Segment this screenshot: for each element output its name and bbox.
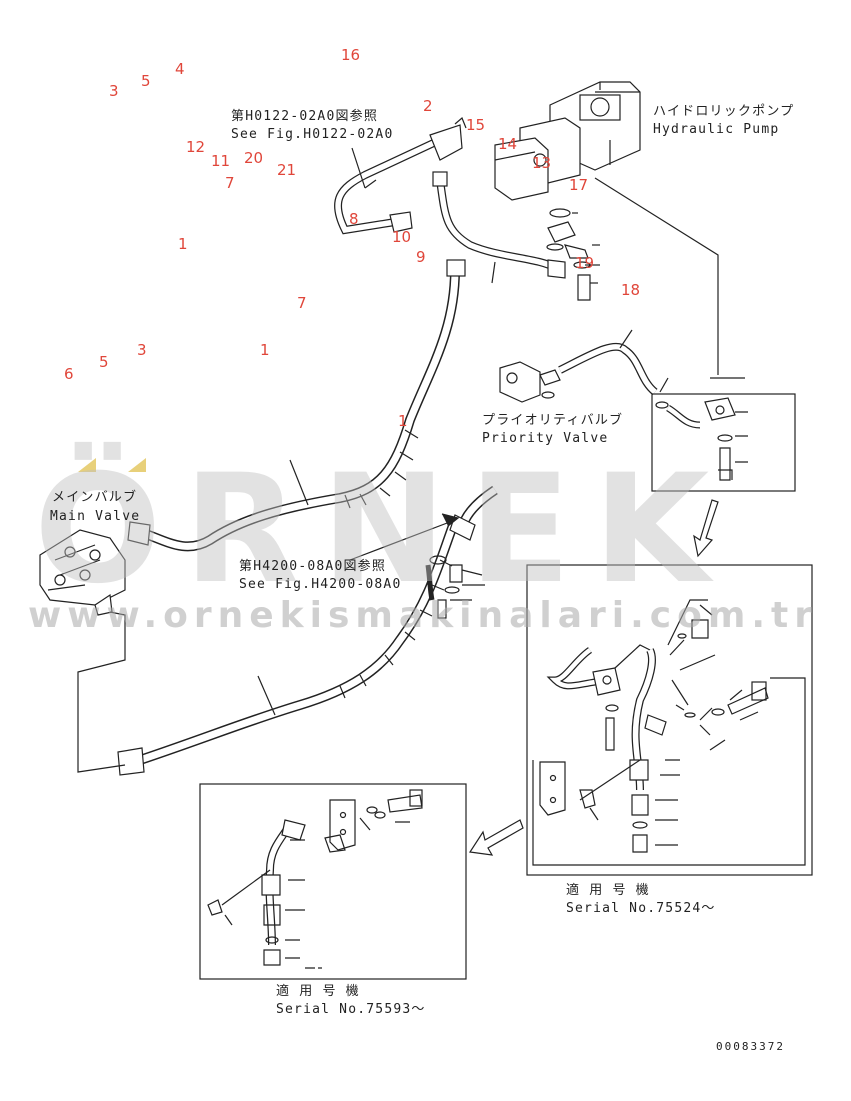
serial-label-2-jp: 適 用 号 機 <box>276 984 360 999</box>
serial-label-2-en: Serial No.75593～ <box>276 1002 426 1017</box>
see-fig-2-label-en: See Fig.H4200-08A0 <box>239 577 402 592</box>
callout-3b: 3 <box>137 341 147 359</box>
see-fig-1-label-jp: 第H0122-02A0図参照 <box>231 109 379 124</box>
serial-label-1-jp: 適 用 号 機 <box>566 883 650 898</box>
callout-17: 17 <box>569 176 589 194</box>
priority-valve-label-en: Priority Valve <box>482 431 609 446</box>
callout-10: 10 <box>392 228 412 246</box>
main-valve-label-jp: メインバルブ <box>52 490 138 505</box>
hydraulic-pump-label-jp: ハイドロリックポンプ <box>653 104 795 119</box>
watermark-url: www.ornekismakinalari.com.tr <box>28 595 819 636</box>
callout-15: 15 <box>466 116 486 134</box>
callout-13: 13 <box>532 154 552 172</box>
main-valve-label-en: Main Valve <box>50 509 141 524</box>
drawing-number: 00083372 <box>716 1040 785 1053</box>
callout-5b: 5 <box>99 353 109 371</box>
callout-4: 4 <box>175 60 185 78</box>
callout-19: 19 <box>575 254 595 272</box>
priority-valve-label-jp: プライオリティバルブ <box>482 413 624 428</box>
callout-12: 12 <box>186 138 206 156</box>
callout-18: 18 <box>621 281 641 299</box>
callout-7: 7 <box>225 174 235 192</box>
callout-14: 14 <box>498 135 518 153</box>
callout-11: 11 <box>211 152 231 170</box>
callout-2: 2 <box>423 97 433 115</box>
callout-20: 20 <box>244 149 264 167</box>
serial-label-1-en: Serial No.75524～ <box>566 901 716 916</box>
callout-1b: 1 <box>260 341 270 359</box>
callout-6: 6 <box>64 365 74 383</box>
watermark-accent-mark <box>78 458 96 472</box>
see-fig-1-label-en: See Fig.H0122-02A0 <box>231 127 394 142</box>
callout-1: 1 <box>178 235 188 253</box>
callout-3: 3 <box>109 82 119 100</box>
priority-valve <box>499 361 561 403</box>
hydraulic-pump <box>494 81 641 201</box>
watermark-accent-mark <box>128 458 146 472</box>
callout-9: 9 <box>416 248 426 266</box>
see-fig-2-label-jp: 第H4200-08A0図参照 <box>239 559 387 574</box>
hydraulic-pump-label-en: Hydraulic Pump <box>653 122 780 137</box>
callout-7b: 7 <box>297 294 307 312</box>
watermark-brand: ÖRNEK <box>34 443 732 617</box>
callout-21: 21 <box>277 161 297 179</box>
callout-16: 16 <box>341 46 361 64</box>
callout-5: 5 <box>141 72 151 90</box>
callout-8: 8 <box>349 210 359 228</box>
callout-1c: 1 <box>398 412 408 430</box>
